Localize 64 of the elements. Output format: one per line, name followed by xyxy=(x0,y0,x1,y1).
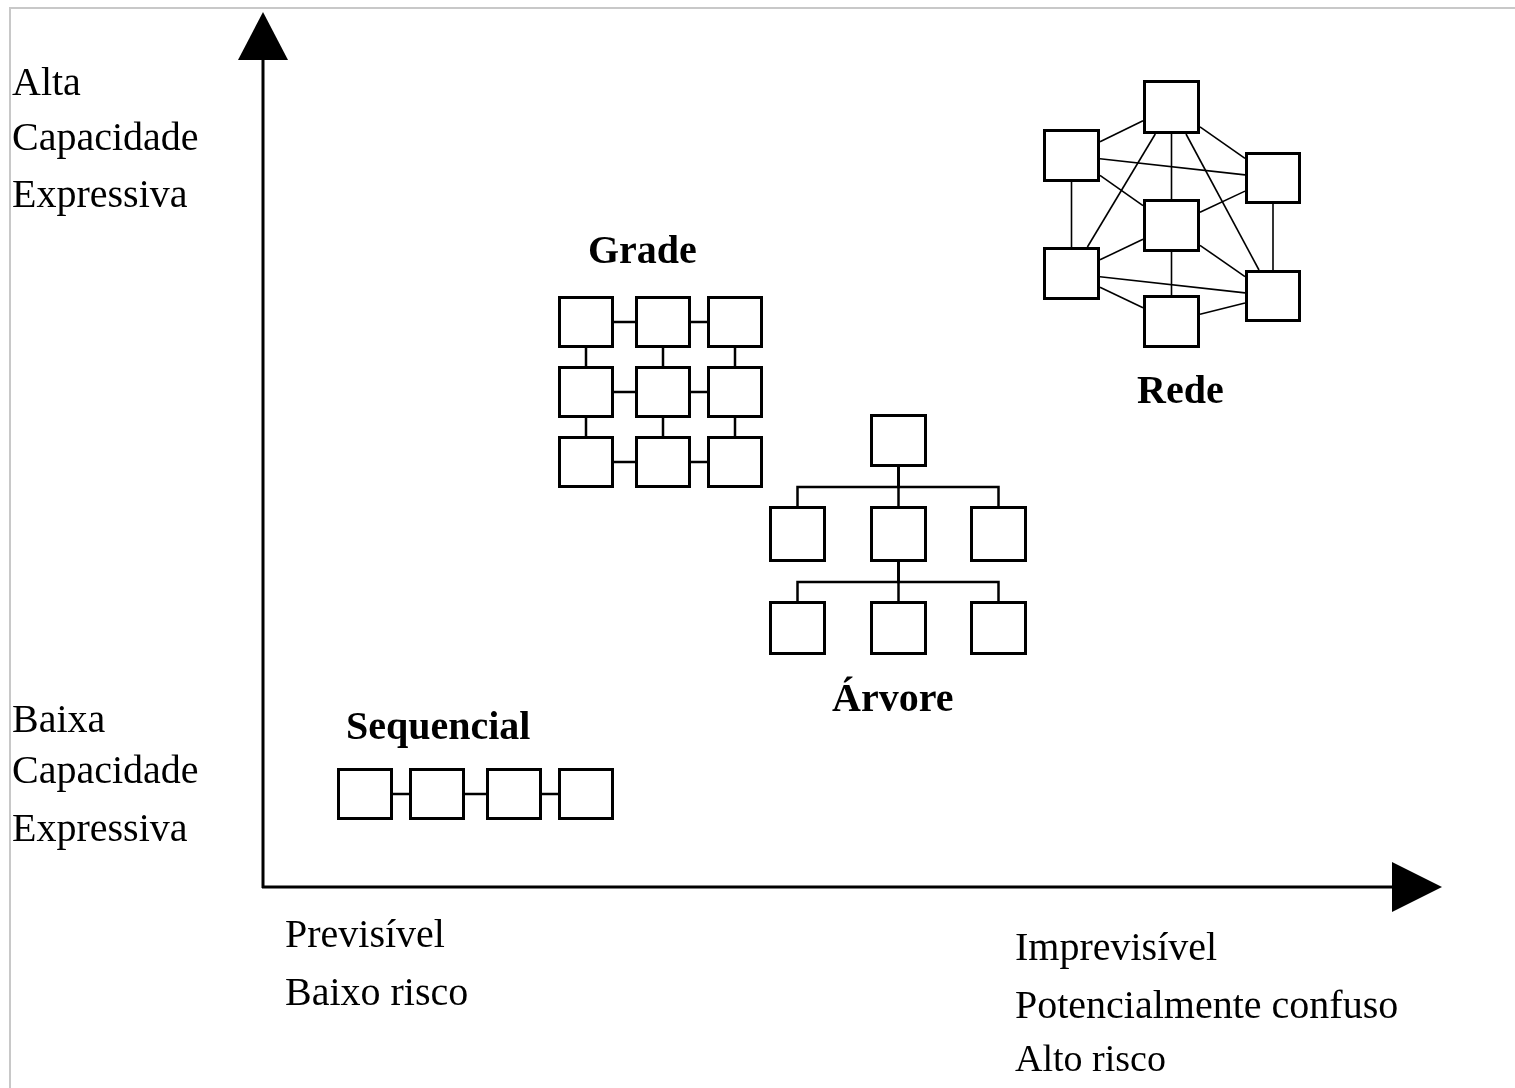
empty-box xyxy=(486,768,542,820)
empty-box xyxy=(970,601,1027,655)
empty-box xyxy=(635,436,691,488)
empty-box xyxy=(870,414,927,467)
connector-line xyxy=(1099,286,1144,309)
empty-box xyxy=(1043,129,1100,182)
axis-label: Baixo risco xyxy=(285,970,469,1014)
connector-line xyxy=(897,467,1000,506)
axis-label: Alta xyxy=(12,60,81,104)
axis-label: Imprevisível xyxy=(1015,925,1218,969)
connector-line xyxy=(614,320,635,324)
empty-box xyxy=(1245,270,1301,322)
empty-box xyxy=(409,768,465,820)
empty-box xyxy=(635,296,691,348)
structure-title: Rede xyxy=(1137,368,1224,412)
connector-line xyxy=(1199,190,1246,213)
empty-box xyxy=(1143,199,1200,252)
connector-line xyxy=(614,460,635,464)
connector-line xyxy=(614,390,635,394)
empty-box xyxy=(337,768,393,820)
empty-box xyxy=(870,506,927,562)
empty-box xyxy=(707,436,763,488)
connector-line xyxy=(1099,238,1144,261)
empty-box xyxy=(558,366,614,418)
connector-line xyxy=(1086,133,1157,248)
connector-line xyxy=(1199,244,1246,278)
empty-box xyxy=(769,601,826,655)
axis-label: Baixa xyxy=(12,697,106,741)
structure-title: Árvore xyxy=(832,676,954,720)
axis-label: Capacidade xyxy=(12,115,199,159)
connector-line xyxy=(1099,120,1144,143)
axis-label: Potencialmente confuso xyxy=(1015,983,1399,1027)
structure-title: Sequencial xyxy=(346,704,531,748)
connector-line xyxy=(1099,275,1246,294)
empty-box xyxy=(1043,247,1100,300)
connector-line xyxy=(1185,133,1260,271)
connector-line xyxy=(1099,157,1246,176)
empty-box xyxy=(769,506,826,562)
connector-line xyxy=(1199,126,1246,160)
empty-box xyxy=(707,366,763,418)
axis-label: Previsível xyxy=(285,912,445,956)
empty-box xyxy=(707,296,763,348)
connector-line xyxy=(1199,302,1246,316)
connector-line xyxy=(1170,251,1173,296)
axis-label: Alto risco xyxy=(1015,1038,1166,1080)
empty-box xyxy=(558,436,614,488)
empty-box xyxy=(870,601,927,655)
axis-label: Expressiva xyxy=(12,172,188,216)
connector-line xyxy=(1272,203,1274,271)
empty-box xyxy=(1143,80,1200,134)
empty-box xyxy=(558,296,614,348)
axis-label: Capacidade xyxy=(12,748,199,792)
empty-box xyxy=(1143,295,1200,348)
empty-box xyxy=(558,768,614,820)
connector-line xyxy=(897,562,1000,601)
connector-line xyxy=(1070,181,1073,248)
connector-line xyxy=(1099,174,1144,207)
empty-box xyxy=(1245,152,1301,204)
connector-line xyxy=(1170,133,1173,200)
connector-line xyxy=(465,792,486,796)
axis-label: Expressiva xyxy=(12,806,188,850)
empty-box xyxy=(970,506,1027,562)
structure-title: Grade xyxy=(588,228,697,272)
empty-box xyxy=(635,366,691,418)
